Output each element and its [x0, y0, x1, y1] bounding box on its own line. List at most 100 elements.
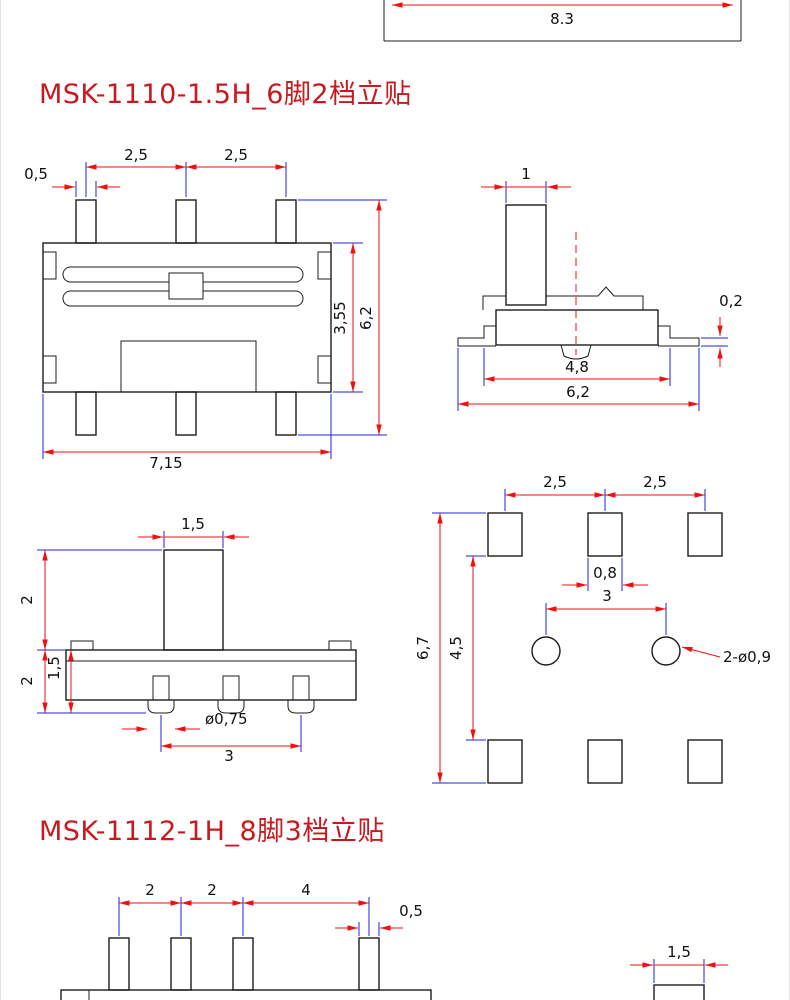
- figure-top-partial: 8.3: [383, 0, 742, 42]
- pad-bottom-1: [487, 739, 523, 784]
- hole-left: [531, 636, 561, 666]
- ext-lines-side-overall: [457, 348, 700, 411]
- dim-label-pin-width: 0,5: [24, 165, 48, 183]
- section1-title: MSK-1110-1.5H_6脚2档立贴: [39, 79, 412, 110]
- pad-top-2: [587, 512, 623, 557]
- dim-label-base-height: 1,5: [45, 656, 63, 680]
- ext-lines-pin-pitch: [118, 897, 370, 936]
- ext-lines-pin-width: [358, 922, 380, 936]
- dim-label-pitch-2: 2: [207, 881, 217, 899]
- pad-bottom-2: [587, 739, 623, 784]
- dim-label-width: 8.3: [550, 10, 574, 28]
- pad-top-3: [687, 512, 723, 557]
- pin-channel-2: [222, 675, 240, 701]
- dim-label-knob-height: 2: [18, 595, 36, 605]
- dim-label-pitch-1: 2: [145, 881, 155, 899]
- dim-label-knob-width: 1,5: [181, 515, 205, 533]
- ext-lines-overall-width: [42, 394, 332, 459]
- actuator-knob-outline: [163, 549, 224, 651]
- dim-label-side-overall: 6,2: [566, 383, 590, 401]
- dim-label-hole-callout: 2-ø0,9: [723, 648, 771, 666]
- ext-lines-overall-height: [298, 199, 387, 436]
- foot-1: [147, 700, 175, 714]
- figure-border-partial: [383, 0, 742, 42]
- ext-lines-pin-width: [75, 181, 97, 197]
- switch-body-partial: [60, 989, 432, 1000]
- dim-label-hole-pitch: 3: [602, 587, 612, 605]
- dim-label-body-height: 2: [18, 676, 36, 686]
- actuator-knob-partial: [653, 984, 705, 1000]
- dim-label-overall-height: 6,7: [414, 636, 432, 660]
- dim-label-inner-height: 4,5: [447, 636, 465, 660]
- section2-title: MSK-1112-1H_8脚3档立贴: [39, 816, 385, 847]
- top-tab-right: [328, 640, 352, 651]
- ext-lines-knob-width: [653, 959, 705, 983]
- pin-top-3: [275, 199, 297, 244]
- figure-side-view-2: 1,5: [630, 943, 728, 1000]
- ext-lines-pad-width: [587, 558, 623, 591]
- dim-label-pad-pitch-left: 2,5: [543, 473, 567, 491]
- figure-end-view: 1,5 2 2 1,5 ø0,75 3: [18, 515, 357, 765]
- dim-label-feet-span: 4,8: [565, 358, 589, 376]
- pin-top-2: [175, 199, 197, 244]
- ext-lines-hole-pitch: [545, 603, 667, 635]
- body-outline: [65, 649, 357, 701]
- foot-3: [287, 700, 315, 714]
- pin-4: [358, 937, 380, 991]
- foot-2: [217, 700, 245, 714]
- ext-lines-foot-thickness: [701, 337, 728, 347]
- figure-front-view-2: 2 2 4 0,5: [60, 881, 432, 1000]
- dim-label-knob-width: 1: [521, 165, 531, 183]
- left-foot-outline: [457, 325, 496, 347]
- ext-lines-left: [37, 549, 162, 714]
- dim-label-knob-width: 1,5: [667, 943, 691, 961]
- ext-lines-knob-width: [163, 531, 224, 548]
- dim-label-overall-height: 6,2: [357, 306, 375, 330]
- dim-label-pad-pitch-right: 2,5: [643, 473, 667, 491]
- dim-label-pitch-right: 2,5: [224, 146, 248, 164]
- ext-lines-body-height: [333, 242, 363, 393]
- corner-tab: [317, 355, 332, 384]
- center-terminal-bump: [560, 344, 592, 360]
- pin-channel-3: [292, 675, 310, 701]
- pin-2: [170, 937, 192, 991]
- pad-bottom-3: [687, 739, 723, 784]
- dim-label-foot-dia: ø0,75: [205, 710, 248, 728]
- pad-top-1: [487, 512, 523, 557]
- figure-side-view: 1 0,2 4,8 6,2: [457, 165, 743, 411]
- pin-bottom-2: [175, 391, 197, 436]
- pin-top-1: [75, 199, 97, 244]
- figure-pcb-layout: 2,5 2,5 0,8 3 6,7 4,5 2-ø0,9: [414, 473, 771, 784]
- corner-tab: [42, 251, 57, 280]
- dim-label-pitch-3: 4: [301, 881, 311, 899]
- ext-lines-inner-height: [466, 555, 486, 741]
- right-foot-outline: [658, 325, 700, 347]
- pin-3: [232, 937, 254, 991]
- actuator-knob-outline: [505, 204, 547, 306]
- dim-label-body-height: 3,55: [331, 301, 349, 334]
- hole-right: [651, 636, 681, 666]
- pin-bottom-1: [75, 391, 97, 436]
- slider-knob-top: [168, 272, 204, 300]
- dim-label-pad-width: 0,8: [593, 564, 617, 582]
- dim-label-pin-width: 0,5: [399, 902, 423, 920]
- housing-flange-outline: [482, 286, 644, 310]
- dim-label-pitch-left: 2,5: [124, 146, 148, 164]
- pin-bottom-3: [275, 391, 297, 436]
- ext-lines-pad-pitch: [504, 489, 706, 511]
- housing-base-outline: [495, 309, 659, 346]
- dim-label-overall-width: 7,15: [149, 454, 182, 472]
- corner-tab: [317, 251, 332, 280]
- dim-label-foot-pitch: 3: [224, 747, 234, 765]
- corner-tab: [42, 355, 57, 384]
- pin-1: [108, 937, 130, 991]
- leader-hole-callout: [681, 646, 721, 658]
- ext-lines-knob-width: [505, 181, 547, 203]
- figure-front-view: 2,5 2,5 0,5 3,55 6,2 7,15: [24, 146, 387, 472]
- top-tab-left: [70, 640, 94, 651]
- body-lower-recess: [120, 340, 257, 393]
- switch-body-outline: [42, 242, 332, 393]
- dim-label-foot-thickness: 0,2: [719, 292, 743, 310]
